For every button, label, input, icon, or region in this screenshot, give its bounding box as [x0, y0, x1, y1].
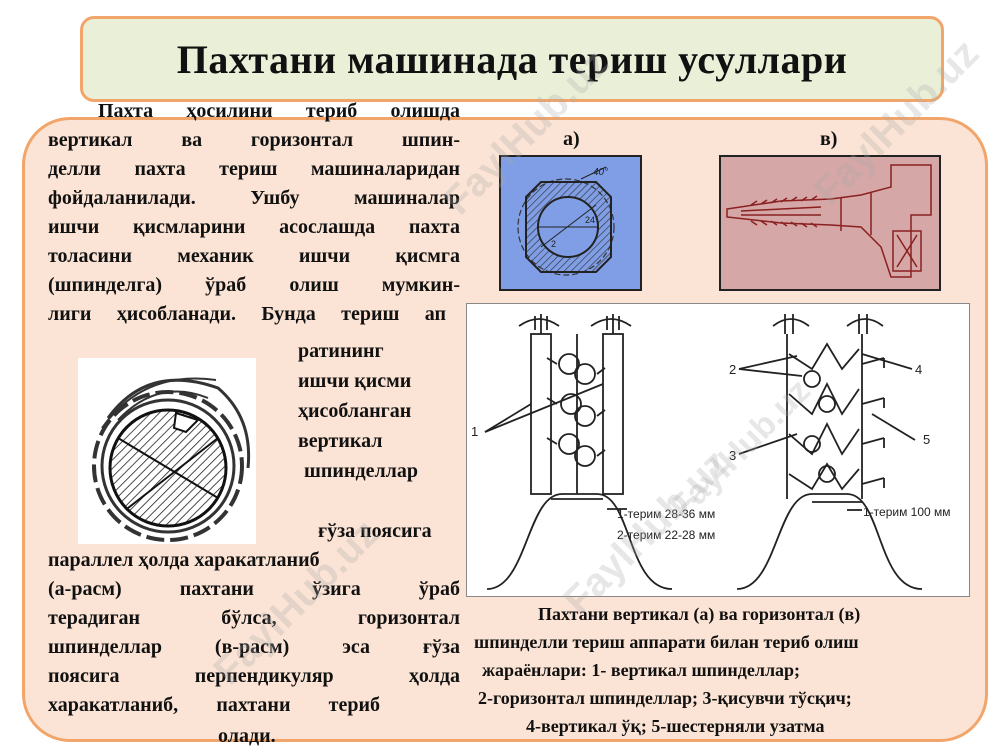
- callout-3: 3: [729, 448, 736, 463]
- figure-label-b: в): [820, 128, 838, 150]
- side-line: ҳисобланган: [298, 400, 412, 422]
- callout-5: 5: [923, 432, 930, 447]
- vertical-spindle-section-icon: 40° 24 2: [517, 166, 615, 276]
- lower-line: параллел ҳолда харакатланиб: [48, 549, 320, 571]
- lower-line: терадиган бўлса, горизонтал: [48, 607, 460, 629]
- figure-b-horizontal-spindle: [719, 155, 941, 291]
- figure-label-a: а): [563, 128, 580, 150]
- angle-annotation: 40°: [593, 167, 608, 178]
- intro-line: делли пахта териш машиналаридан: [48, 158, 460, 180]
- intro-line: лиги ҳисобланади. Бунда териш ап: [48, 303, 446, 325]
- spindle-cross-section-figure: [78, 358, 256, 544]
- side-line: ишчи қисми: [298, 370, 412, 392]
- title-box: Пахтани машинада териш усуллари: [80, 16, 944, 102]
- lower-line: ғўза поясига: [318, 520, 432, 542]
- horizontal-spindle-drawing-icon: [726, 164, 932, 278]
- caption-line: 2-горизонтал шпинделлар; 3-қисувчи тўсқи…: [478, 688, 852, 708]
- lower-line: харакатланиб, пахтани териб: [48, 694, 380, 716]
- spindle-cross-section-icon: [92, 377, 251, 542]
- callout-2: 2: [729, 362, 736, 377]
- lower-line: (а-расм) пахтани ўзига ўраб: [48, 578, 460, 600]
- intro-line: ишчи қисмларини асослашда пахта: [48, 216, 460, 238]
- right-pass1-label: 1-терим 100 мм: [863, 505, 951, 519]
- dimension-annotation: 2: [551, 239, 556, 249]
- callout-1: 1: [471, 424, 478, 439]
- intro-line: Пахта ҳосилини териб олишда: [98, 100, 460, 122]
- side-line: вертикал: [298, 430, 383, 452]
- caption-line: жараёнлари: 1- вертикал шпинделлар;: [482, 660, 801, 680]
- cotton-picking-process-diagram: 1 2 3 4 5 1-терим 28-36 мм 2-терим 22-28…: [466, 303, 970, 597]
- lower-line: шпинделлар (в-расм) эса ғўза: [48, 636, 460, 658]
- intro-line: толасини механик ишчи қисмга: [48, 245, 460, 267]
- figure-caption: Пахтани вертикал (а) ва горизонтал (в) ш…: [470, 600, 970, 740]
- caption-line: шпинделли териш аппарати билан териб оли…: [474, 632, 859, 652]
- lower-line: поясига перпендикуляр ҳолда: [48, 665, 460, 687]
- side-line: шпинделлар: [304, 460, 419, 482]
- dimension-annotation: 24: [585, 215, 595, 225]
- page-title: Пахтани машинада териш усуллари: [176, 36, 848, 82]
- caption-line: Пахтани вертикал (а) ва горизонтал (в): [538, 604, 861, 624]
- intro-line: вертикал ва горизонтал шпин-: [48, 129, 460, 151]
- intro-line: фойдаланилади. Ушбу машиналар: [48, 187, 460, 209]
- left-pass2-label: 2-терим 22-28 мм: [617, 528, 715, 542]
- lower-line: олади.: [218, 725, 276, 747]
- intro-line: (шпинделга) ўраб олиш мумкин-: [48, 274, 460, 296]
- spindle-apparatus-diagram: 1 2 3 4 5 1-терим 28-36 мм 2-терим 22-28…: [471, 314, 951, 590]
- left-pass1-label: 1-терим 28-36 мм: [617, 507, 715, 521]
- caption-line: 4-вертикал ўқ; 5-шестерняли узатма: [526, 716, 825, 736]
- figure-a-vertical-spindle: 40° 24 2: [499, 155, 642, 291]
- callout-4: 4: [915, 362, 922, 377]
- side-line: ратининг: [298, 340, 384, 362]
